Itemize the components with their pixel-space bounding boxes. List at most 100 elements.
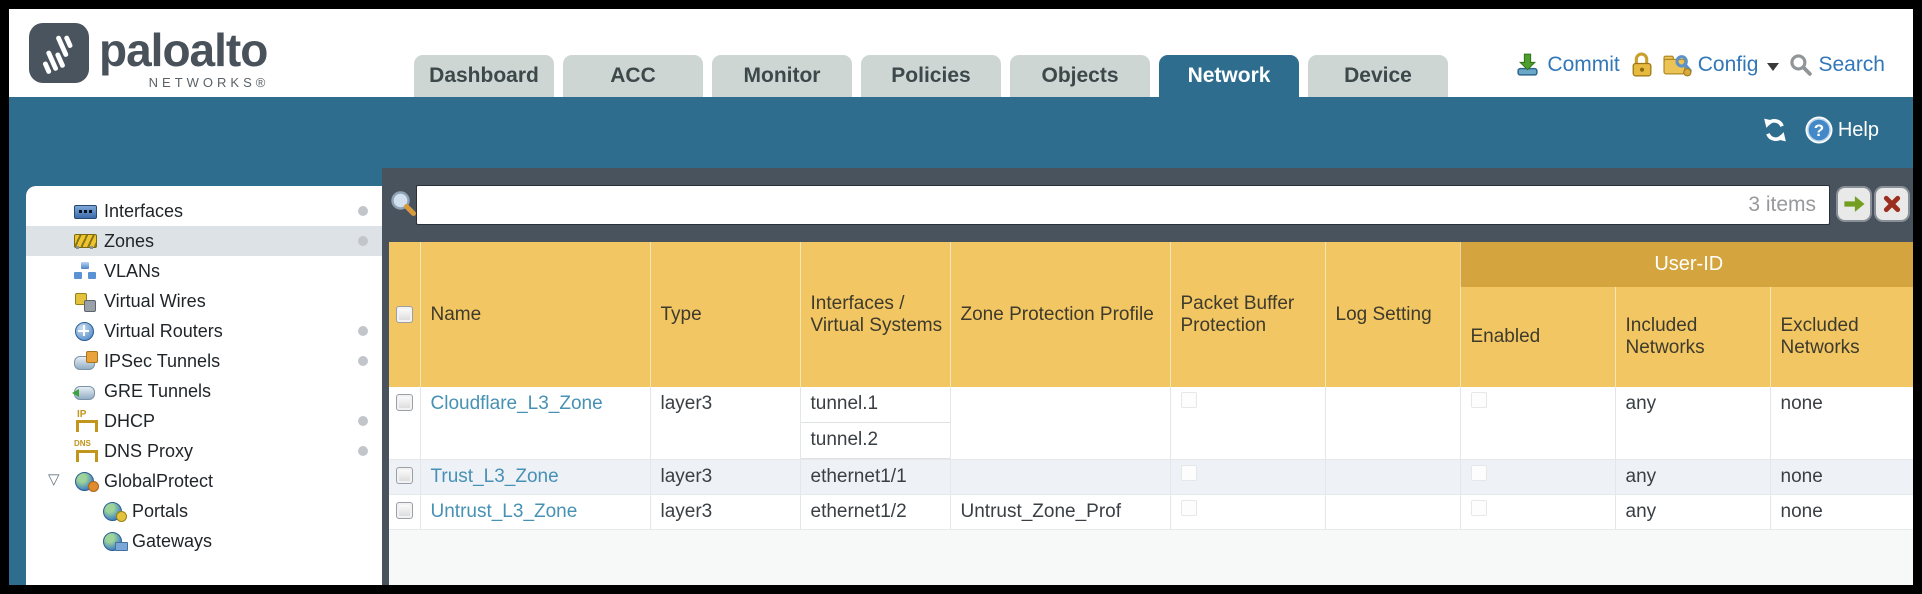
col-header-zone-protection-profile[interactable]: Zone Protection Profile [949, 242, 1170, 387]
zone-type-cell: layer3 [649, 387, 800, 460]
sidebar-item-label: Virtual Routers [104, 320, 223, 341]
col-header-log-setting[interactable]: Log Setting [1324, 242, 1460, 387]
help-label: Help [1837, 118, 1879, 141]
commit-icon [1517, 53, 1539, 76]
sidebar-item-label: Gateways [132, 530, 213, 551]
filter-bar: 3 items [389, 168, 1913, 242]
sidebar-item-globalprotect[interactable]: ▽ GlobalProtect [26, 466, 382, 496]
search-button[interactable]: Search [1789, 53, 1885, 77]
zone-name-link[interactable]: Trust_L3_Zone [430, 466, 559, 487]
brand-logo: paloalto NETWORKS® [29, 21, 268, 90]
sidebar-item-label: Virtual Wires [104, 290, 206, 311]
included-networks-cell: any [1614, 459, 1770, 495]
status-dot [358, 326, 368, 336]
interfaces-icon [74, 201, 97, 221]
sidebar-item-dhcp[interactable]: DHCP [26, 406, 382, 436]
col-header-interfaces[interactable]: Interfaces / Virtual Systems [799, 242, 950, 387]
help-button[interactable]: ? Help [1804, 115, 1879, 145]
chevron-down-icon [1767, 62, 1780, 71]
sidebar-item-virtual-routers[interactable]: Virtual Routers [26, 316, 382, 346]
packet-buffer-protection-checkbox[interactable] [1180, 465, 1197, 481]
col-header-excluded-networks[interactable]: Excluded Networks [1769, 287, 1914, 387]
config-menu[interactable]: Config [1663, 52, 1780, 77]
user-id-enabled-checkbox[interactable] [1470, 465, 1487, 481]
zone-name-cell: Untrust_L3_Zone [419, 494, 650, 530]
row-checkbox[interactable] [395, 467, 413, 485]
user-id-enabled-checkbox[interactable] [1470, 392, 1487, 408]
col-header-packet-buffer-protection[interactable]: Packet Buffer Protection [1169, 242, 1325, 387]
apply-filter-button[interactable] [1838, 188, 1870, 220]
packet-buffer-protection-checkbox[interactable] [1180, 500, 1197, 516]
tab-device[interactable]: Device [1308, 55, 1448, 97]
config-label: Config [1697, 52, 1759, 76]
interfaces-cell: ethernet1/2 [799, 494, 950, 530]
sidebar-item-dns-proxy[interactable]: DNS Proxy [26, 436, 382, 466]
refresh-icon[interactable] [1760, 117, 1790, 143]
excluded-networks-cell: none [1769, 459, 1914, 495]
tab-dashboard[interactable]: Dashboard [414, 55, 554, 97]
commit-button[interactable]: Commit [1514, 51, 1620, 78]
included-networks-cell: any [1614, 494, 1770, 530]
tab-monitor[interactable]: Monitor [712, 55, 852, 97]
sidebar-item-gre-tunnels[interactable]: GRE Tunnels [26, 376, 382, 406]
sidebar-item-vlans[interactable]: VLANs [26, 256, 382, 286]
col-header-enabled[interactable]: Enabled [1459, 287, 1615, 387]
zone-protection-profile-cell: Untrust_Zone_Prof [949, 494, 1170, 530]
portals-icon [102, 501, 127, 522]
sidebar-item-gateways[interactable]: Gateways [26, 526, 382, 556]
main-panel: 3 items [382, 168, 1914, 585]
excluded-networks-cell: none [1769, 494, 1914, 530]
utility-bar: Commit Config [1514, 51, 1885, 78]
zone-name-link[interactable]: Cloudflare_L3_Zone [430, 393, 603, 414]
filter-input[interactable] [416, 185, 1830, 225]
select-all-header [389, 242, 420, 387]
sidebar-item-label: DNS Proxy [104, 440, 194, 461]
clear-filter-button[interactable] [1876, 188, 1908, 220]
user-id-enabled-checkbox[interactable] [1470, 500, 1487, 516]
zones-table: Name Type Interfaces / Virtual Systems Z… [389, 242, 1914, 530]
packet-buffer-protection-checkbox[interactable] [1180, 392, 1197, 408]
paloalto-logo-icon [29, 23, 89, 83]
tab-objects[interactable]: Objects [1010, 55, 1150, 97]
expander-icon[interactable]: ▽ [48, 471, 60, 488]
sidebar-item-zones[interactable]: Zones [26, 226, 382, 256]
zone-name-link[interactable]: Untrust_L3_Zone [430, 501, 578, 522]
sidebar-item-label: GlobalProtect [104, 470, 214, 491]
sidebar-item-virtual-wires[interactable]: Virtual Wires [26, 286, 382, 316]
sidebar-item-ipsec-tunnels[interactable]: IPSec Tunnels [26, 346, 382, 376]
tab-network[interactable]: Network [1159, 55, 1299, 97]
included-networks-cell: any [1614, 387, 1770, 460]
col-header-name[interactable]: Name [419, 242, 650, 387]
tab-policies[interactable]: Policies [861, 55, 1001, 97]
sidebar-item-label: VLANs [104, 260, 161, 281]
col-group-user-id: User-ID [1459, 242, 1914, 287]
lock-icon[interactable] [1630, 51, 1653, 78]
search-icon [1790, 54, 1813, 76]
sidebar-item-interfaces[interactable]: Interfaces [26, 196, 382, 226]
search-label: Search [1818, 52, 1885, 76]
row-checkbox[interactable] [395, 502, 413, 520]
sidebar-item-label: DHCP [104, 410, 156, 431]
status-dot [358, 236, 368, 246]
tab-acc[interactable]: ACC [563, 55, 703, 97]
status-dot [358, 446, 368, 456]
dns-proxy-icon [74, 439, 98, 462]
row-checkbox[interactable] [395, 394, 413, 412]
select-all-checkbox[interactable] [395, 305, 413, 323]
gre-tunnels-icon [72, 381, 96, 401]
col-header-type[interactable]: Type [649, 242, 800, 387]
sidebar-item-label: IPSec Tunnels [104, 350, 221, 371]
status-dot [358, 356, 368, 366]
col-header-included-networks[interactable]: Included Networks [1614, 287, 1770, 387]
sidebar-item-portals[interactable]: Portals [26, 496, 382, 526]
ipsec-tunnels-icon [74, 351, 98, 371]
sidebar-item-label: Zones [104, 230, 155, 251]
zone-name-cell: Cloudflare_L3_Zone [419, 387, 650, 460]
svg-text:?: ? [1814, 121, 1824, 140]
items-count: 3 items [1748, 193, 1816, 216]
zone-protection-profile-cell [949, 459, 1170, 495]
